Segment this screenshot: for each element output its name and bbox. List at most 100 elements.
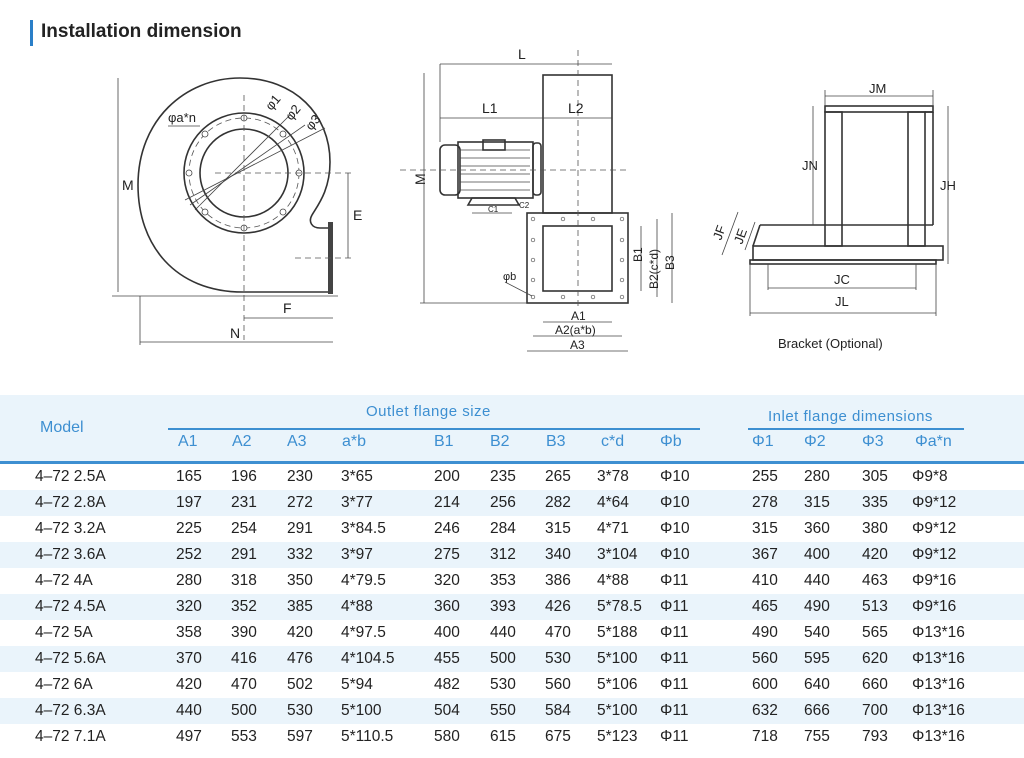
value-cell: Φ11 [660, 702, 689, 719]
header-divider [0, 461, 1024, 464]
value-cell: 350 [287, 572, 313, 589]
value-cell: Φ11 [660, 598, 689, 615]
column-header: B3 [546, 433, 566, 450]
dim-l-label: L [518, 46, 526, 62]
dim-phib-label: φb [503, 271, 516, 283]
value-cell: 420 [176, 676, 202, 693]
value-cell: 235 [490, 468, 516, 485]
value-cell: 455 [434, 650, 460, 667]
model-cell: 4–72 2.5A [35, 468, 106, 485]
value-cell: 565 [862, 624, 888, 641]
dim-c1-label: C1 [488, 205, 499, 214]
value-cell: 320 [434, 572, 460, 589]
model-cell: 4–72 5A [35, 624, 93, 641]
value-cell: 385 [287, 598, 313, 615]
column-header: Φb [660, 433, 682, 450]
dim-jf-label: JF [710, 223, 729, 242]
column-header: A1 [178, 433, 198, 450]
model-cell: 4–72 3.2A [35, 520, 106, 537]
dim-jn-label: JN [802, 158, 818, 173]
value-cell: 284 [490, 520, 516, 537]
value-cell: 291 [231, 546, 257, 563]
value-cell: 5*123 [597, 728, 638, 745]
column-header-model: Model [40, 419, 84, 436]
value-cell: 196 [231, 468, 257, 485]
value-cell: Φ11 [660, 676, 689, 693]
value-cell: 530 [490, 676, 516, 693]
value-cell: Φ11 [660, 728, 689, 745]
column-header: Φ2 [804, 433, 826, 450]
value-cell: 272 [287, 494, 313, 511]
inlet-group-header: Inlet flange dimensions [768, 408, 933, 425]
value-cell: 675 [545, 728, 571, 745]
model-cell: 4–72 7.1A [35, 728, 106, 745]
value-cell: 580 [434, 728, 460, 745]
value-cell: 370 [176, 650, 202, 667]
value-cell: 4*64 [597, 494, 629, 511]
model-cell: 4–72 4.5A [35, 598, 106, 615]
value-cell: Φ10 [660, 546, 690, 563]
value-cell: 490 [752, 624, 778, 641]
value-cell: 312 [490, 546, 516, 563]
value-cell: 3*77 [341, 494, 373, 511]
value-cell: 367 [752, 546, 778, 563]
value-cell: 3*84.5 [341, 520, 386, 537]
column-header: A2 [232, 433, 252, 450]
value-cell: 197 [176, 494, 202, 511]
value-cell: 718 [752, 728, 778, 745]
inlet-group-divider [748, 428, 964, 430]
value-cell: 530 [545, 650, 571, 667]
value-cell: 600 [752, 676, 778, 693]
value-cell: 502 [287, 676, 313, 693]
column-header: c*d [601, 433, 625, 450]
value-cell: Φ9*12 [912, 520, 957, 537]
column-header: B1 [434, 433, 454, 450]
value-cell: 214 [434, 494, 460, 511]
dim-a3-label: A3 [570, 338, 585, 352]
value-cell: 584 [545, 702, 571, 719]
column-header: B2 [490, 433, 510, 450]
dim-l2-label: L2 [568, 100, 584, 116]
dim-m-front-label: M [412, 173, 428, 185]
value-cell: 275 [434, 546, 460, 563]
value-cell: 700 [862, 702, 888, 719]
value-cell: 465 [752, 598, 778, 615]
value-cell: 278 [752, 494, 778, 511]
value-cell: 4*88 [597, 572, 629, 589]
value-cell: 426 [545, 598, 571, 615]
value-cell: Φ9*16 [912, 572, 957, 589]
value-cell: 4*71 [597, 520, 629, 537]
value-cell: 225 [176, 520, 202, 537]
value-cell: 5*106 [597, 676, 638, 693]
value-cell: Φ13*16 [912, 728, 965, 745]
value-cell: 500 [231, 702, 257, 719]
value-cell: Φ13*16 [912, 702, 965, 719]
fan-front-view-drawing: L L1 L2 M C1 C2 φb A1 A2(a*b) A3 B1 B2(c… [400, 46, 677, 352]
value-cell: 265 [545, 468, 571, 485]
value-cell: 4*79.5 [341, 572, 386, 589]
dim-jm-label: JM [869, 81, 886, 96]
value-cell: 793 [862, 728, 888, 745]
value-cell: 5*78.5 [597, 598, 642, 615]
value-cell: 315 [545, 520, 571, 537]
dim-b3-label: B3 [663, 255, 677, 270]
outlet-group-divider [168, 428, 700, 430]
value-cell: 4*88 [341, 598, 373, 615]
value-cell: 597 [287, 728, 313, 745]
value-cell: 255 [752, 468, 778, 485]
value-cell: 280 [804, 468, 830, 485]
value-cell: Φ9*8 [912, 468, 948, 485]
value-cell: 305 [862, 468, 888, 485]
value-cell: 282 [545, 494, 571, 511]
value-cell: 4*97.5 [341, 624, 386, 641]
value-cell: 393 [490, 598, 516, 615]
column-header: a*b [342, 433, 367, 450]
value-cell: 230 [287, 468, 313, 485]
value-cell: Φ11 [660, 650, 689, 667]
value-cell: 416 [231, 650, 257, 667]
